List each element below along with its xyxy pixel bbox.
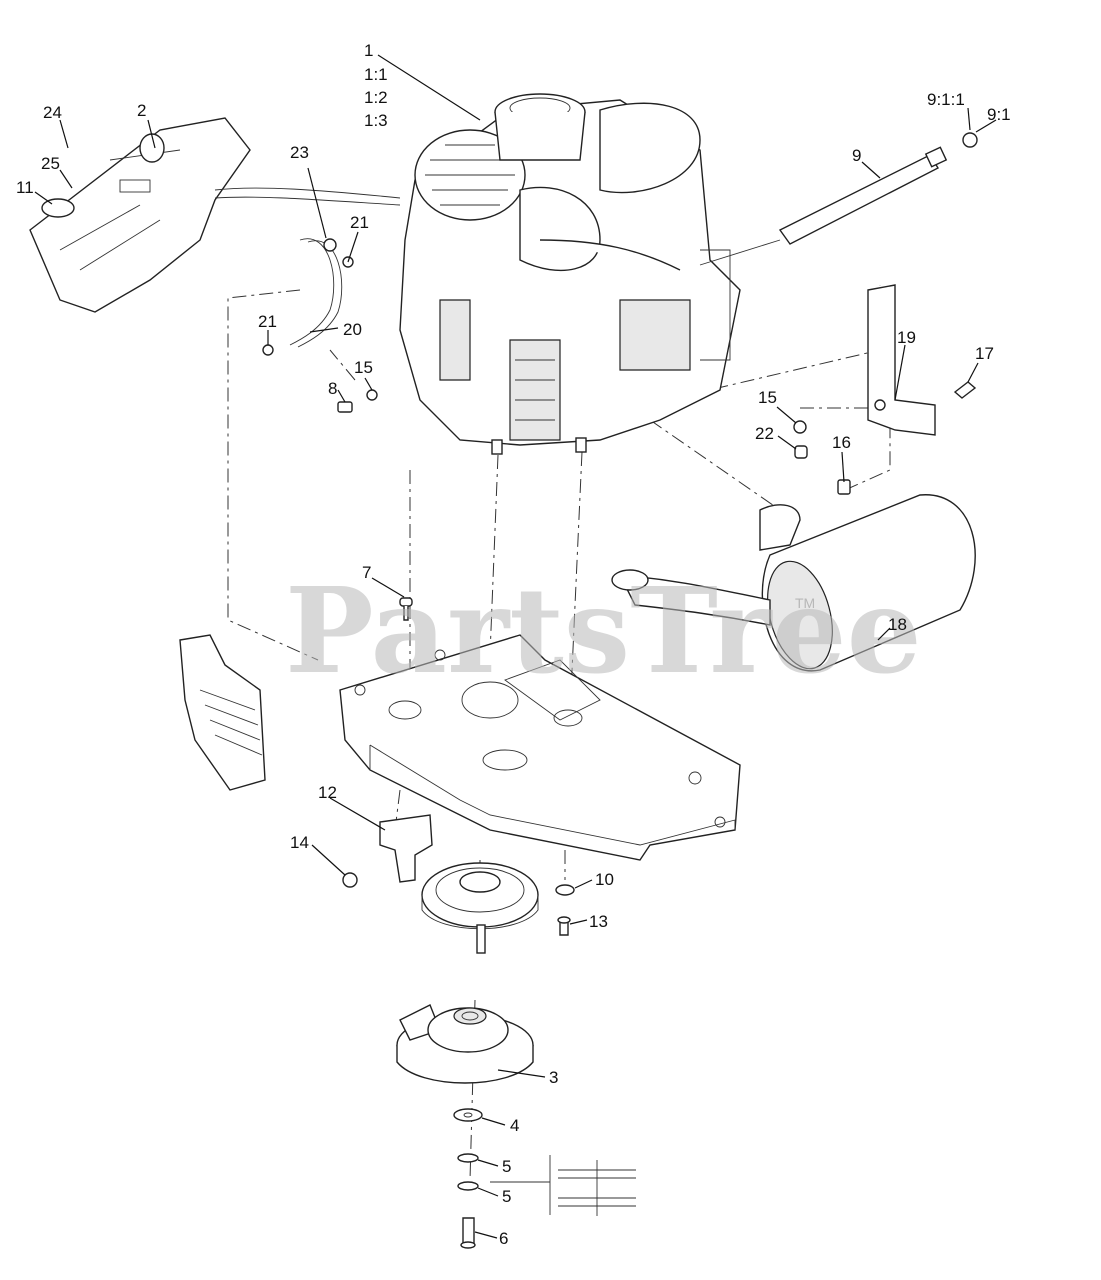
callout-5-upper: 5 <box>502 1157 511 1176</box>
callout-9: 9 <box>852 146 861 165</box>
callout-21-upper: 21 <box>350 213 369 232</box>
fuel-hose <box>262 238 354 356</box>
callout-19: 19 <box>897 328 916 347</box>
callout-5-lower: 5 <box>502 1187 511 1206</box>
callout-10: 10 <box>595 870 614 889</box>
callout-1-1: 1:1 <box>364 65 388 84</box>
callout-8: 8 <box>328 379 337 398</box>
callout-1: 1 <box>364 41 373 60</box>
clutch-hardware <box>453 1108 483 1249</box>
callout-9-1: 9:1 <box>987 105 1011 124</box>
callout-14: 14 <box>290 833 309 852</box>
callout-9-1-1: 9:1:1 <box>927 90 965 109</box>
callout-17: 17 <box>975 344 994 363</box>
fuel-line <box>699 132 978 266</box>
watermark-text: PartsTree <box>285 561 922 700</box>
callouts: 1 1:1 1:2 1:3 2 24 25 11 23 21 21 20 15 … <box>16 41 1011 1248</box>
deck-mounting-plate <box>339 634 741 861</box>
callout-4: 4 <box>510 1116 519 1135</box>
clutch-bracket <box>342 814 433 888</box>
callout-11: 11 <box>16 178 34 197</box>
callout-15-right: 15 <box>758 388 777 407</box>
callout-15-left: 15 <box>354 358 373 377</box>
callout-1-2: 1:2 <box>364 88 388 107</box>
callout-21-lower: 21 <box>258 312 277 331</box>
callout-6: 6 <box>499 1229 508 1248</box>
pulley <box>421 862 539 954</box>
callout-22: 22 <box>755 424 774 443</box>
callout-7: 7 <box>362 563 371 582</box>
callout-13: 13 <box>589 912 608 931</box>
heat-shield <box>179 634 266 791</box>
small-hardware <box>337 389 851 621</box>
throttle-control-bracket <box>29 117 401 313</box>
callout-24: 24 <box>43 103 62 122</box>
muffler-bracket <box>867 284 977 436</box>
callout-12: 12 <box>318 783 337 802</box>
callout-1-3: 1:3 <box>364 111 388 130</box>
callout-16: 16 <box>832 433 851 452</box>
leader-lines <box>34 54 997 1239</box>
engine <box>399 93 741 455</box>
watermark-tm: TM <box>795 595 815 611</box>
washer-detail-inset <box>490 1155 636 1216</box>
callout-18: 18 <box>888 615 907 634</box>
callout-3: 3 <box>549 1068 558 1087</box>
callout-25: 25 <box>41 154 60 173</box>
muffler <box>611 494 976 672</box>
callout-2: 2 <box>137 101 146 120</box>
electric-clutch <box>396 1004 534 1084</box>
callout-23: 23 <box>290 143 309 162</box>
callout-20: 20 <box>343 320 362 339</box>
washer-and-bolt <box>555 884 575 936</box>
